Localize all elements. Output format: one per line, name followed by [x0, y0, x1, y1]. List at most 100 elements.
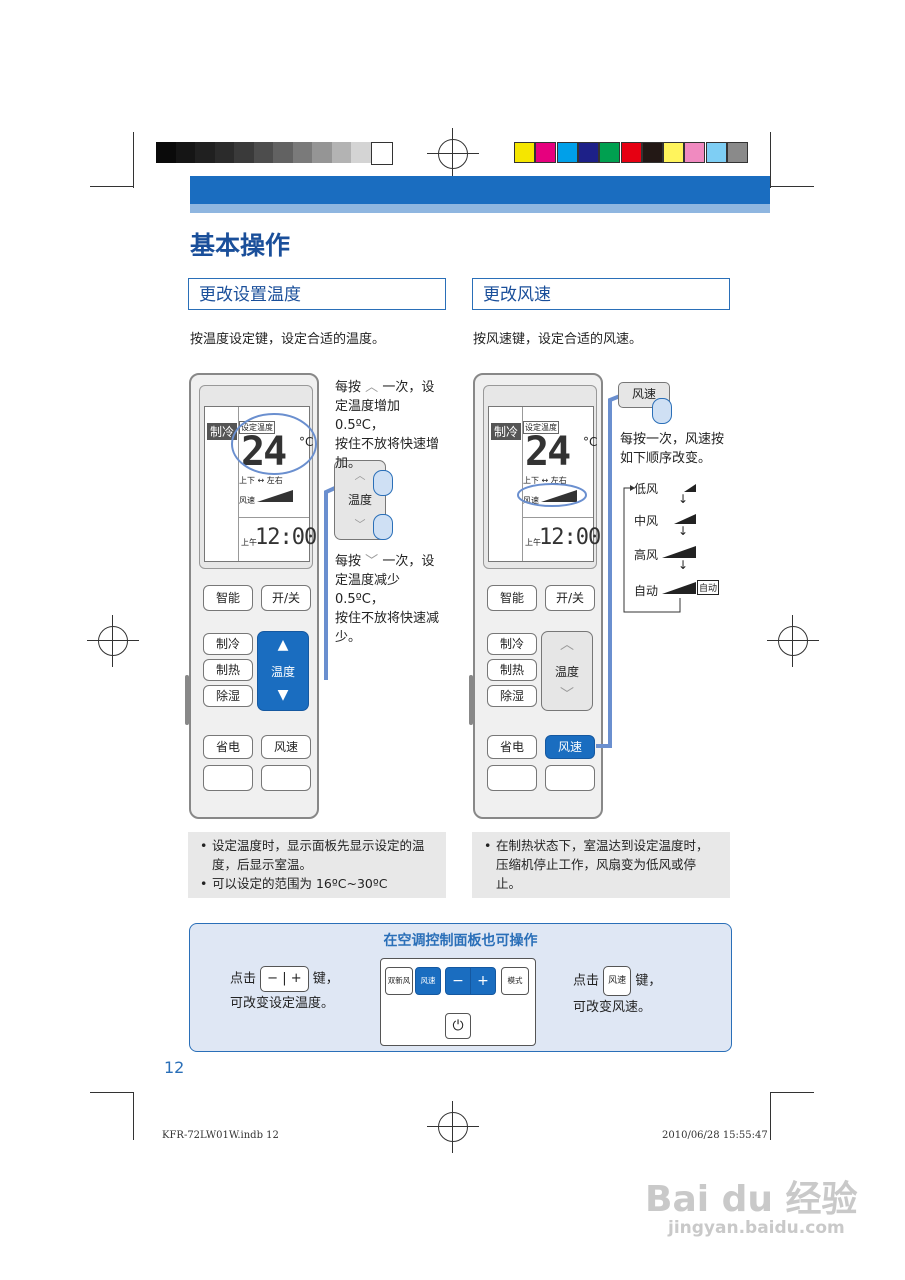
registration-mark-icon [767, 615, 819, 667]
desc-text: 定温度增加 0.5ºC， [335, 399, 401, 433]
remote-control-left: 制冷 设定温度 24 °C 上下 ↔ 左右 风速 上午 12:00 智能 开/关… [185, 373, 319, 819]
heat-button[interactable]: 制热 [487, 659, 537, 681]
desc-text: 每按 [335, 554, 362, 569]
registration-mark-icon [87, 615, 139, 667]
lcd-swing: 上下 ↔ 左右 [239, 476, 283, 485]
panel-text: 键， [312, 971, 339, 987]
note-fan-speed: 在制热状态下，室温达到设定温度时，压缩机停止工作，风扇变为低风或停止。 [472, 832, 730, 898]
color-swatch [663, 142, 685, 163]
temp-plus-key[interactable]: + [470, 967, 496, 995]
panel-text: 键， [635, 973, 662, 989]
auto-badge: 自动 [697, 580, 720, 595]
fan-speed-cycle: 低风 ↓ 中风 ↓ 高风 ↓ 自动 自动 [620, 478, 730, 618]
section-title-fan-speed: 更改风速 [472, 278, 730, 310]
fan-level-icon [257, 490, 293, 502]
lcd-swing-ud: 上下 [239, 476, 255, 485]
fan-low-icon [684, 484, 696, 492]
lcd-mode: 制冷 [491, 423, 522, 440]
callout-up-icon: ︿ [354, 469, 366, 482]
desc-text: 按住不放将快速减 [335, 611, 440, 626]
panel-text: 可改变设定温度。 [230, 996, 335, 1011]
desc-text: 少。 [335, 630, 362, 645]
blank-button[interactable] [261, 765, 311, 791]
temp-down-icon: ﹀ [560, 687, 574, 703]
remote-side-key [185, 675, 189, 725]
fan-speed-button[interactable]: 风速 [545, 735, 595, 759]
power-button[interactable]: 开/关 [545, 585, 595, 611]
lcd-set-label: 设定温度 [523, 421, 559, 434]
color-swatch [727, 142, 748, 163]
down-arrow-icon: ↓ [678, 558, 689, 572]
lcd-display: 制冷 设定温度 24 °C 上下 ↔ 左右 风速 上午 12:00 [204, 406, 317, 562]
lcd-unit-letter: C [305, 435, 314, 449]
lcd-swing-lr: 左右 [266, 476, 283, 485]
blank-button[interactable] [203, 765, 253, 791]
lcd-fan-label: 风速 [239, 496, 255, 505]
up-arrow-icon: ︿ [365, 380, 379, 395]
heat-button[interactable]: 制热 [203, 659, 253, 681]
temp-minus-key[interactable]: − [445, 967, 471, 995]
speed-high-label: 高风 [634, 548, 659, 562]
temp-minus-plus-key: − | + [260, 966, 309, 992]
power-icon[interactable]: ⏻ [445, 1013, 471, 1039]
lcd-clock: 12:00 [255, 525, 317, 550]
lcd-unit: °C [583, 435, 598, 449]
plus-icon: + [290, 971, 302, 986]
crop-mark [90, 186, 134, 187]
note-temperature: 设定温度时，显示面板先显示设定的温度，后显示室温。 可以设定的范围为 16ºC~… [188, 832, 446, 898]
desc-text: 每按 [335, 380, 362, 395]
fan-speed-key[interactable]: 风速 [415, 967, 441, 995]
smart-button[interactable]: 智能 [203, 585, 253, 611]
smart-button[interactable]: 智能 [487, 585, 537, 611]
mode-key[interactable]: 模式 [501, 967, 529, 995]
gray-swatch [253, 142, 274, 163]
desc-fan-speed: 每按一次，风速按 如下顺序改变。 [620, 430, 740, 468]
lcd-frame: 制冷 设定温度 24 °C 上下 ↔ 左右 风速 上午 12:00 [483, 385, 601, 569]
finger-press-icon [373, 514, 393, 540]
color-swatch [684, 142, 706, 163]
gray-swatch [273, 142, 293, 163]
blank-button[interactable] [545, 765, 595, 791]
header-bar [190, 176, 770, 204]
fan-mid-icon [674, 514, 696, 524]
temperature-button[interactable]: ︿ 温度 ﹀ [541, 631, 593, 711]
power-button[interactable]: 开/关 [261, 585, 311, 611]
save-power-button[interactable]: 省电 [487, 735, 537, 759]
blank-button[interactable] [487, 765, 537, 791]
crop-mark [90, 1092, 134, 1093]
lcd-divider [522, 517, 593, 518]
dry-button[interactable]: 除湿 [203, 685, 253, 707]
lcd-swing-lr: 左右 [550, 476, 567, 485]
gray-swatch [351, 142, 371, 163]
fresh-air-key[interactable]: 双新风 [385, 967, 413, 995]
color-swatch [599, 142, 621, 163]
dry-button[interactable]: 除湿 [487, 685, 537, 707]
footer-date: 2010/06/28 15:55:47 [662, 1130, 768, 1141]
temperature-button[interactable]: ▲ 温度 ▼ [257, 631, 309, 711]
instruction-temperature: 按温度设定键，设定合适的温度。 [190, 332, 386, 347]
cool-button[interactable]: 制冷 [487, 633, 537, 655]
crop-mark [133, 132, 134, 188]
lcd-swing-ud: 上下 [523, 476, 539, 485]
save-power-button[interactable]: 省电 [203, 735, 253, 759]
instruction-fan-speed: 按风速键，设定合适的风速。 [473, 332, 643, 347]
temperature-button-label: 温度 [554, 665, 579, 679]
fan-speed-mini-key: 风速 [603, 966, 632, 996]
fan-speed-button[interactable]: 风速 [261, 735, 311, 759]
desc-text: 如下顺序改变。 [620, 451, 712, 466]
lcd-mode: 制冷 [207, 423, 238, 440]
gray-swatch [214, 142, 235, 163]
panel-text: 点击 [230, 971, 257, 987]
lcd-unit-letter: C [589, 435, 598, 449]
gray-swatch [370, 142, 393, 165]
color-swatch [514, 142, 535, 163]
cool-button[interactable]: 制冷 [203, 633, 253, 655]
temp-up-icon: ▲ [277, 637, 289, 653]
color-swatch [705, 142, 727, 163]
finger-press-icon [652, 398, 672, 424]
lcd-swing: 上下 ↔ 左右 [523, 476, 567, 485]
speed-low-label: 低风 [634, 482, 659, 496]
callout-temp-label: 温度 [347, 493, 372, 507]
lcd-divider [238, 407, 239, 561]
remote-side-key [469, 675, 473, 725]
